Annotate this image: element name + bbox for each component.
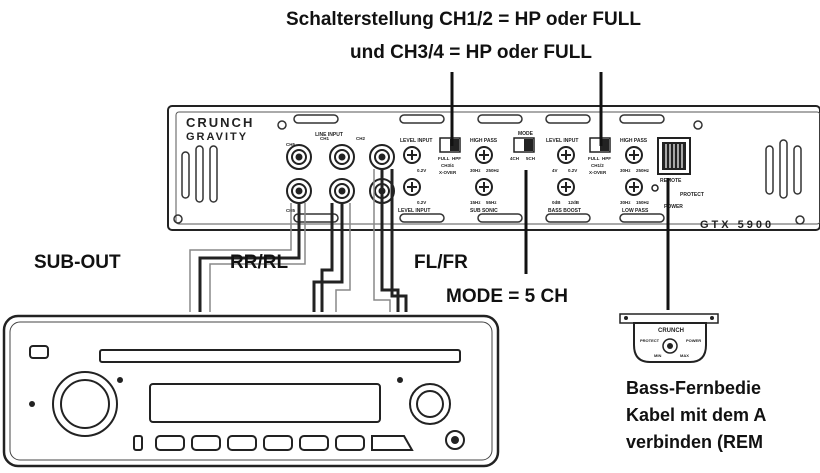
volume-knob-inner: [60, 379, 110, 429]
ch-label: CH5: [286, 142, 295, 147]
xover-right-title: X-OVER: [589, 170, 607, 175]
xover-left-title: X-OVER: [439, 170, 457, 175]
high-pass-min: 30Hz: [470, 168, 481, 173]
xover-left-full: FULL: [438, 156, 450, 161]
rca-cables: [198, 169, 408, 312]
xover-right-full: FULL: [588, 156, 600, 161]
rca-jack-ch2: [329, 144, 355, 170]
heat-fins-right: [765, 139, 802, 199]
indicator-dot: [397, 377, 403, 383]
amp-model: GTX 5900: [700, 219, 774, 231]
low-pass-max: 150Hz: [636, 200, 650, 205]
protect-label: PROTECT: [680, 192, 704, 198]
label-sub-out: SUB-OUT: [34, 252, 121, 273]
high-pass-knob: [475, 146, 493, 164]
level-knob-left-bottom: [403, 178, 421, 196]
preset-buttons: [155, 435, 414, 451]
callout-lines: [450, 72, 670, 310]
mode-switch-label: MODE: [518, 131, 534, 137]
low-pass-min: 30Hz: [620, 200, 631, 205]
xover-left-hpf: HPF: [452, 156, 461, 161]
level-knob-left-top: [403, 146, 421, 164]
label-rr-rl: RR/RL: [230, 252, 289, 273]
remote-max: MAX: [680, 353, 689, 358]
high-pass-max: 250Hz: [486, 168, 500, 173]
remote-min: MIN: [654, 353, 661, 358]
xover-switch-ch34: [439, 137, 461, 153]
heat-fins-left: [181, 145, 218, 203]
sub-sonic-label: SUB SONIC: [470, 208, 498, 214]
vent-slots-top: [293, 114, 665, 124]
indicator-dot: [29, 401, 35, 407]
power-label: POWER: [664, 204, 683, 210]
mode-label: MODE = 5 CH: [446, 286, 568, 307]
bass-boost-label: BASS BOOST: [548, 208, 581, 214]
level-right-min: 4V: [552, 168, 558, 173]
xover-left-ch: CH3/4: [441, 163, 454, 168]
level-knob-right: [557, 146, 575, 164]
cd-slot: [99, 349, 461, 363]
vent-slots-bottom: [293, 213, 665, 223]
bass-boost-max: 12dB: [568, 200, 580, 205]
low-pass-label: LOW PASS: [622, 208, 649, 214]
amp-brand-sub: GRAVITY: [186, 131, 248, 143]
top-label-line2: und CH3/4 = HP oder FULL: [350, 42, 592, 63]
rca-cables-outline: [189, 169, 391, 312]
ch-label: CH2: [356, 136, 365, 141]
level-value: 0.2V: [417, 200, 426, 205]
protect-led: [651, 184, 659, 192]
remote-note-line3: verbinden (REM: [626, 432, 764, 452]
aux-button: [133, 435, 143, 451]
low-pass-knob: [625, 178, 643, 196]
bass-remote-unit: CRUNCH PROTECT POWER MIN MAX: [619, 313, 719, 363]
sub-sonic-knob: [475, 178, 493, 196]
label-fl-fr: FL/FR: [414, 252, 468, 273]
rca-jack-ch1: [286, 144, 312, 170]
remote-note-line2: Kabel mit dem A: [626, 405, 767, 425]
rca-jack-ch4: [329, 178, 355, 204]
mode-4ch: 4CH: [510, 156, 519, 161]
remote-brand: CRUNCH: [658, 328, 684, 334]
remote-note-line1: Bass-Fernbedie: [626, 378, 762, 398]
level-input-label-2: LEVEL INPUT: [398, 208, 430, 214]
display-panel: [149, 383, 381, 423]
remote-power: POWER: [686, 338, 701, 343]
sub-sonic-max: 55Hz: [486, 200, 497, 205]
high-pass-label: HIGH PASS: [470, 138, 498, 144]
mounting-screws: [173, 120, 805, 225]
level-input-right-label: LEVEL INPUT: [546, 138, 578, 144]
eject-button: [29, 345, 49, 359]
high-pass-right-min: 30Hz: [620, 168, 631, 173]
high-pass-right-max: 250Hz: [636, 168, 650, 173]
amplifier: CRUNCH GRAVITY GTX 5900 LINE INPUT CH5 C…: [167, 105, 820, 231]
sub-sonic-min: 15Hz: [470, 200, 481, 205]
rca-jack-ch3: [369, 144, 395, 170]
bass-boost-min: 0dB: [552, 200, 561, 205]
remote-connector: [657, 137, 691, 175]
mode-switch: [513, 137, 535, 153]
head-unit: [2, 314, 500, 468]
high-pass-right-knob: [625, 146, 643, 164]
xover-right-ch: CH1/2: [591, 163, 604, 168]
amp-brand: CRUNCH: [186, 115, 254, 130]
high-pass-right-label: HIGH PASS: [620, 138, 648, 144]
tune-knob-inner: [416, 390, 444, 418]
rca-jacks: [286, 144, 395, 204]
remote-label: REMOTE: [660, 178, 682, 184]
xover-right-hpf: HPF: [602, 156, 611, 161]
top-label-line1: Schalterstellung CH1/2 = HP oder FULL: [286, 9, 641, 30]
indicator-dot: [117, 377, 123, 383]
ch-label: CH1: [320, 136, 329, 141]
level-right-max: 0.2V: [568, 168, 577, 173]
level-value: 0.2V: [417, 168, 426, 173]
rca-jack-ch5: [286, 178, 312, 204]
remote-protect: PROTECT: [640, 338, 660, 343]
level-input-label: LEVEL INPUT: [400, 138, 432, 144]
bass-boost-knob: [557, 178, 575, 196]
line-input-label: LINE INPUT: [315, 132, 343, 138]
mode-5ch: 5CH: [526, 156, 535, 161]
